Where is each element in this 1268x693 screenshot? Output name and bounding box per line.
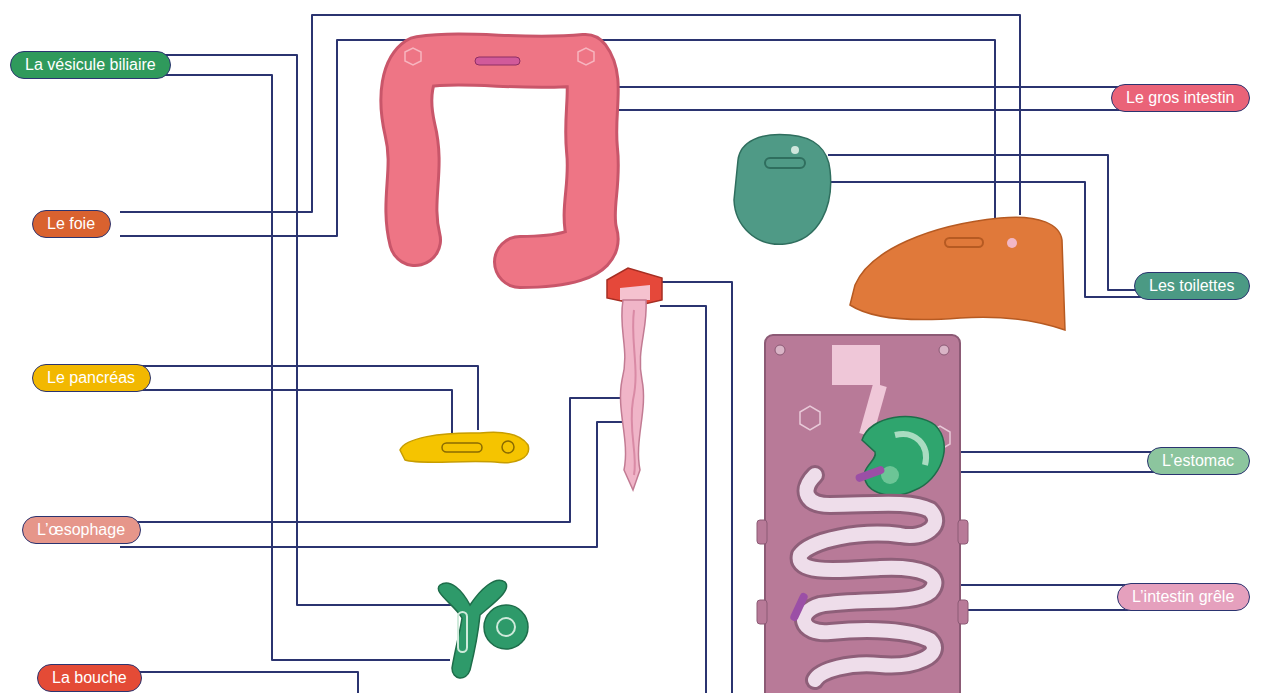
leader-lines [120, 15, 1180, 693]
label-pill: L’œsophage [22, 516, 141, 544]
organ-label: L’intestin grêle [1132, 589, 1234, 605]
label-pill: Le foie [32, 210, 111, 238]
organ-label: Les toilettes [1149, 278, 1234, 294]
esophagus [607, 268, 662, 490]
toilet-piece [734, 134, 831, 244]
label-pill: Le gros intestin [1111, 84, 1250, 112]
organ-label: L’estomac [1162, 453, 1234, 469]
label-pill: La bouche [37, 664, 142, 692]
label-pill: Le pancréas [32, 364, 151, 392]
label-pill: L’estomac [1147, 447, 1250, 475]
organ-label: La bouche [52, 670, 127, 686]
label-pill: La vésicule biliaire [10, 51, 171, 79]
organ-label: L’œsophage [37, 522, 125, 538]
large-intestine [405, 48, 594, 262]
liver [850, 217, 1065, 330]
gallbladder [438, 580, 528, 678]
organ-label: Le foie [47, 216, 95, 232]
stomach-intestine-board [757, 335, 968, 693]
label-pill: L’intestin grêle [1117, 583, 1250, 611]
organ-label: Le gros intestin [1126, 90, 1235, 106]
organ-label: Le pancréas [47, 370, 135, 386]
label-pill: Les toilettes [1134, 272, 1250, 300]
organ-label: La vésicule biliaire [25, 57, 156, 73]
pancreas [400, 432, 529, 462]
